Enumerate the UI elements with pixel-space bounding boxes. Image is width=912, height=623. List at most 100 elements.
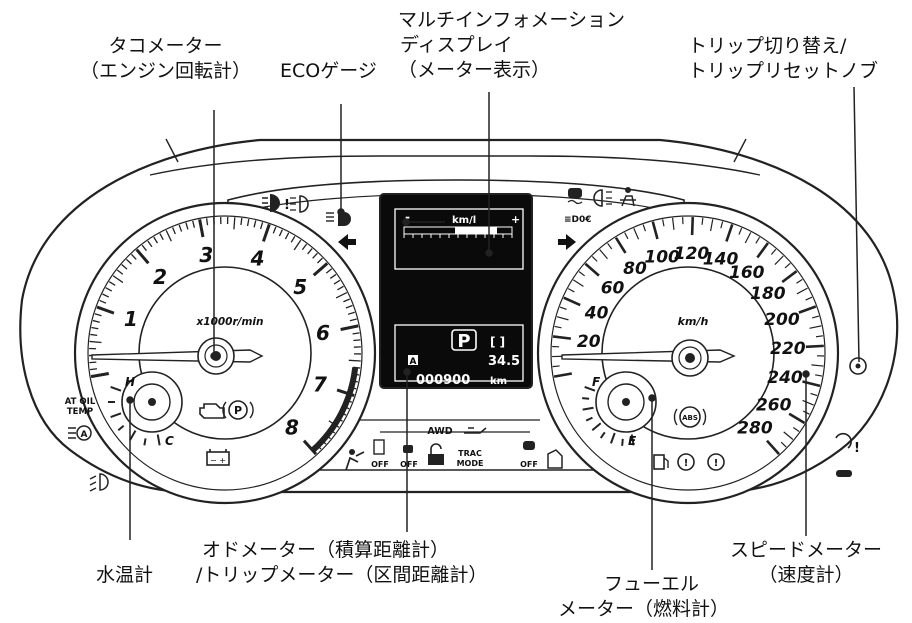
trac-mode-line1: TRAC	[458, 449, 482, 458]
airbag-icon	[346, 449, 364, 470]
speedo-label: 200	[764, 310, 800, 330]
gear-indicator: P	[457, 331, 470, 352]
trip-mode-label: A	[410, 357, 417, 367]
eyesight-lane-icon	[836, 470, 852, 477]
tacho-label: 3	[199, 243, 213, 267]
subgauge-tick	[144, 438, 145, 445]
tacho-label: 5	[293, 275, 307, 299]
speedo-label: 60	[601, 278, 625, 298]
callout-water-temp-text: 水温計	[96, 563, 153, 588]
trip-knob[interactable]	[850, 358, 866, 374]
speedo-tick	[806, 346, 824, 347]
trac-mode-line2: MODE	[457, 459, 484, 468]
callout-mid-line3: （メーター表示）	[398, 58, 625, 83]
subgauge-tick	[622, 439, 623, 446]
speedo-label: 260	[756, 396, 792, 416]
speedo-label: 20	[577, 332, 601, 352]
tacho-label: 6	[316, 321, 330, 345]
speedo-label: 280	[737, 418, 773, 438]
tacho-label: 2	[153, 265, 167, 289]
callout-tachometer-line1: タコメーター	[80, 34, 251, 59]
callout-trip-knob: トリップ切り替え/ トリップリセットノブ	[688, 34, 878, 84]
tacho-tick	[234, 217, 235, 229]
callout-fuel-meter-line1: フューエル	[558, 572, 729, 597]
fuel-full-label: F	[592, 375, 601, 389]
callout-fuel-meter: フューエル メーター（燃料計）	[558, 572, 729, 622]
temp-cold-label: C	[165, 434, 174, 448]
vdc-off-label: OFF	[371, 460, 389, 469]
callout-tachometer-line2: （エンジン回転計）	[80, 59, 251, 84]
battery-icon: − +	[207, 449, 229, 465]
pre-collision-off-icon: OFF	[400, 445, 418, 469]
precollision-off-label: OFF	[400, 460, 418, 469]
front-fog-icon	[290, 196, 308, 212]
callout-water-temp: 水温計	[96, 563, 153, 588]
at-oil-temp-indicator: AT OIL TEMP	[65, 397, 96, 417]
callout-mid-line1: マルチインフォメーション	[398, 8, 625, 33]
callout-mid-line2: ディスプレイ	[398, 33, 625, 58]
svg-text:!: !	[854, 441, 860, 456]
callout-eco-gauge-text: ECOゲージ	[280, 59, 377, 84]
tacho-tick	[90, 369, 97, 370]
tacho-tick	[353, 340, 360, 341]
awd-indicator: AWD	[427, 426, 452, 437]
speedo-label: 220	[770, 339, 806, 359]
callout-odo-trip-line2: /トリップメーター（区間距離計）	[196, 563, 487, 588]
speedo-unit-label: km/h	[678, 315, 709, 328]
eco-unit-label: km/l	[452, 215, 476, 226]
security-icon	[428, 444, 444, 465]
svg-text:A: A	[81, 430, 88, 440]
speedo-tick	[553, 366, 560, 367]
low-beam-level-icon	[90, 474, 108, 491]
speedo-label: 40	[584, 303, 609, 323]
tacho-tick	[241, 218, 242, 225]
odometer-value: 000900	[416, 373, 470, 388]
callout-multi-info-display: マルチインフォメーション ディスプレイ （メーター表示）	[398, 8, 625, 83]
speedo-label: 160	[729, 263, 765, 283]
skid-off-label: OFF	[520, 460, 538, 469]
skid-off-icon: OFF	[520, 441, 538, 469]
trip-value: 34.5	[488, 354, 520, 369]
svg-text:≡D0€: ≡D0€	[564, 215, 592, 225]
rear-fog-icon	[594, 190, 612, 206]
speedo-label: 240	[767, 368, 803, 388]
callout-speedometer-line2: （速度計）	[730, 563, 882, 588]
callout-speedometer: スピードメーター （速度計）	[730, 538, 882, 588]
callout-fuel-meter-line2: メーター（燃料計）	[558, 597, 729, 622]
vdc-off-icon: OFF	[371, 440, 389, 469]
turn-right-arrow-icon	[558, 234, 576, 250]
svg-text:− +: − +	[210, 456, 226, 465]
auto-high-beam-icon: A	[68, 426, 91, 440]
svg-text:P: P	[234, 404, 242, 417]
tacho-label: 1	[124, 307, 138, 331]
speedo-label: 180	[750, 284, 786, 304]
speedometer: km/h 20406080100120140160180200220240260…	[538, 203, 838, 503]
speedo-tick	[702, 218, 703, 225]
at-oil-temp-line1: AT OIL	[65, 397, 96, 407]
eco-plus-label: +	[511, 213, 520, 226]
tacho-label: 4	[250, 246, 265, 270]
svg-text:!: !	[684, 458, 689, 469]
callout-odo-trip: オドメーター（積算距離計） /トリップメーター（区間距離計）	[196, 538, 487, 588]
svg-text:!: !	[714, 458, 719, 469]
callout-speedometer-line1: スピードメーター	[730, 538, 882, 563]
subgauge-tick	[582, 398, 589, 399]
skid-indicator-icon	[568, 188, 582, 204]
speedo-tick	[692, 217, 693, 235]
callout-odo-trip-line1: オドメーター（積算距離計）	[196, 538, 487, 563]
tacho-unit-label: x1000r/min	[195, 316, 263, 328]
position-lamp-icon: ≡D0€	[564, 215, 592, 225]
trac-mode-indicator: TRAC MODE	[457, 449, 484, 468]
callout-trip-knob-line1: トリップ切り替え/	[688, 34, 878, 59]
temp-hot-label: H	[125, 375, 135, 389]
callout-tachometer: タコメーター （エンジン回転計）	[80, 34, 251, 84]
svg-text:[ ]: [ ]	[490, 335, 505, 349]
tacho-label: 7	[313, 372, 327, 396]
tacho-label: 8	[285, 415, 299, 439]
turn-left-arrow-icon	[338, 234, 356, 250]
callout-trip-knob-line2: トリップリセットノブ	[688, 59, 878, 84]
fuel-empty-label: E	[628, 434, 637, 448]
